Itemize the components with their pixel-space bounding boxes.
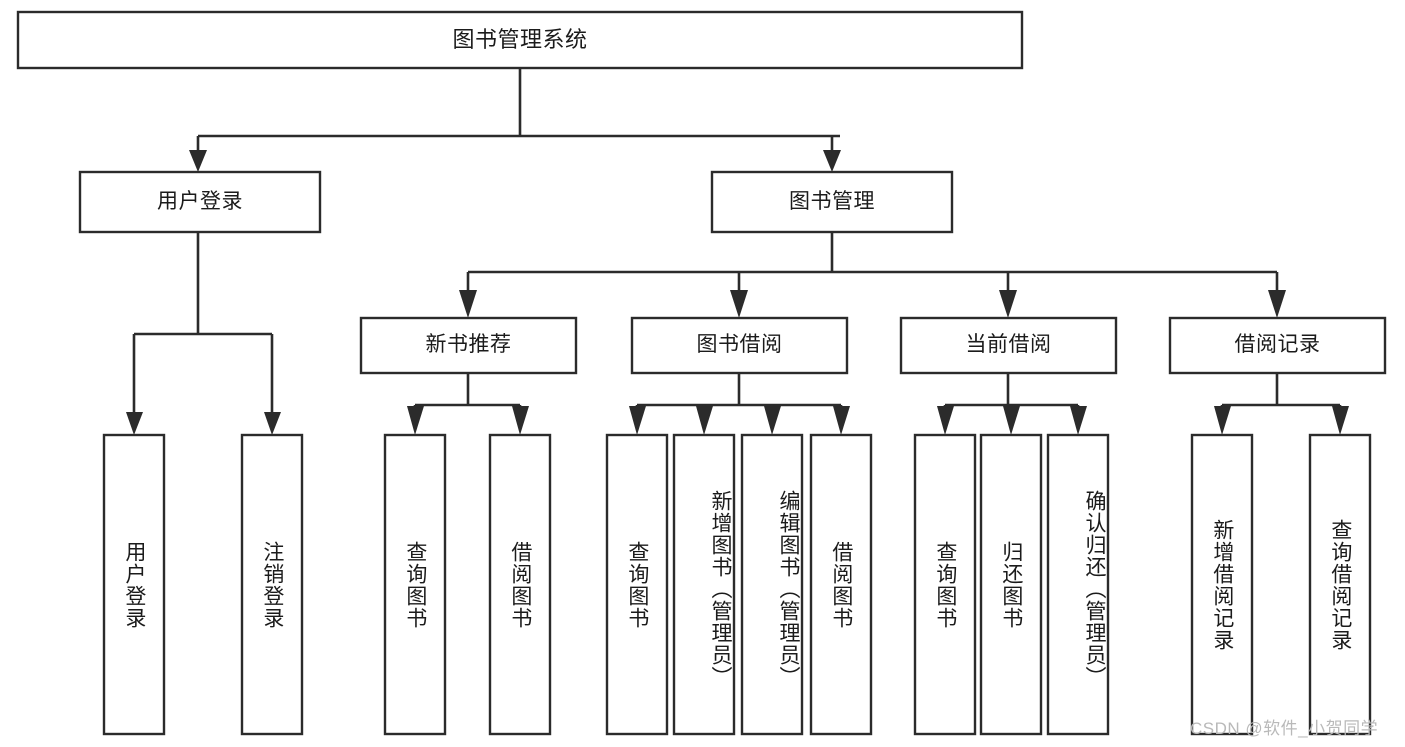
node-box-leaf-book-borrow-3[interactable] — [809, 433, 873, 736]
label-leaf-current-borrow-2: 确认归还（管理员） — [1083, 489, 1106, 688]
arrow-head-borrow-record — [1268, 290, 1286, 318]
arrow-head-current-borrow-leaf3 — [1070, 406, 1087, 435]
arrow-head-borrow-record-leaf1 — [1214, 406, 1231, 435]
node-box-new-book-recommend[interactable] — [359, 316, 578, 375]
label-current-borrow: 当前借阅 — [965, 333, 1052, 357]
arrow-head-current-borrow — [999, 290, 1017, 318]
node-box-current-borrow[interactable] — [899, 316, 1118, 375]
node-box-leaf-current-borrow-2[interactable] — [1046, 433, 1110, 736]
label-root: 图书管理系统 — [452, 27, 588, 53]
arrow-head-book-borrow-leaf1 — [629, 406, 646, 435]
arrow-head-current-borrow-leaf1 — [937, 406, 954, 435]
label-new-book-recommend: 新书推荐 — [425, 333, 512, 357]
node-box-leaf-new-book-1[interactable] — [488, 433, 552, 736]
node-box-leaf-user-login-0[interactable] — [102, 433, 166, 736]
arrow-head-book-borrow — [730, 290, 748, 318]
label-leaf-book-borrow-3: 借阅图书 — [829, 540, 853, 629]
node-box-leaf-book-borrow-0[interactable] — [605, 433, 669, 736]
node-box-leaf-user-login-1[interactable] — [240, 433, 304, 736]
arrow-head-new-book-leaf2 — [512, 406, 529, 435]
label-leaf-borrow-record-1: 查询借阅记录 — [1328, 518, 1352, 651]
node-box-leaf-current-borrow-1[interactable] — [979, 433, 1043, 736]
label-leaf-new-book-1: 借阅图书 — [508, 540, 532, 629]
label-leaf-current-borrow-1: 归还图书 — [999, 540, 1023, 629]
node-box-book-manage[interactable] — [710, 170, 954, 234]
arrow-head-book-manage — [823, 150, 841, 172]
node-box-leaf-book-borrow-2[interactable] — [740, 433, 804, 736]
node-box-root[interactable] — [16, 10, 1024, 70]
node-box-book-borrow[interactable] — [630, 316, 849, 375]
label-leaf-new-book-0: 查询图书 — [403, 540, 427, 629]
arrow-head-user-login-leaf2 — [264, 412, 281, 435]
label-leaf-book-borrow-1: 新增图书（管理员） — [709, 489, 732, 688]
watermark-csdn: CSDN @软件_小贺同学 — [1190, 719, 1379, 738]
label-leaf-user-login-0: 用户登录 — [122, 540, 146, 629]
node-box-leaf-borrow-record-0[interactable] — [1190, 433, 1254, 736]
arrow-head-user-login-leaf1 — [126, 412, 143, 435]
arrow-head-user-login — [189, 150, 207, 172]
arrow-head-current-borrow-leaf2 — [1003, 406, 1020, 435]
node-box-leaf-current-borrow-0[interactable] — [913, 433, 977, 736]
node-box-leaf-book-borrow-1[interactable] — [672, 433, 736, 736]
label-book-manage: 图书管理 — [789, 189, 875, 213]
label-leaf-book-borrow-2: 编辑图书（管理员） — [777, 489, 800, 688]
arrow-head-book-borrow-leaf4 — [833, 406, 850, 435]
arrow-head-book-borrow-leaf3 — [764, 406, 781, 435]
label-leaf-user-login-1: 注销登录 — [260, 540, 284, 629]
label-leaf-book-borrow-0: 查询图书 — [625, 540, 649, 629]
node-box-leaf-new-book-0[interactable] — [383, 433, 447, 736]
arrow-head-new-book — [459, 290, 477, 318]
label-user-login: 用户登录 — [157, 189, 243, 213]
arrow-head-new-book-leaf1 — [407, 406, 424, 435]
arrow-head-book-borrow-leaf2 — [696, 406, 713, 435]
node-box-user-login[interactable] — [78, 170, 322, 234]
node-box-leaf-borrow-record-1[interactable] — [1308, 433, 1372, 736]
label-book-borrow: 图书借阅 — [696, 333, 783, 357]
label-borrow-record: 借阅记录 — [1234, 333, 1321, 357]
label-leaf-borrow-record-0: 新增借阅记录 — [1210, 518, 1234, 651]
label-leaf-current-borrow-0: 查询图书 — [933, 540, 957, 629]
arrow-head-borrow-record-leaf2 — [1332, 406, 1349, 435]
